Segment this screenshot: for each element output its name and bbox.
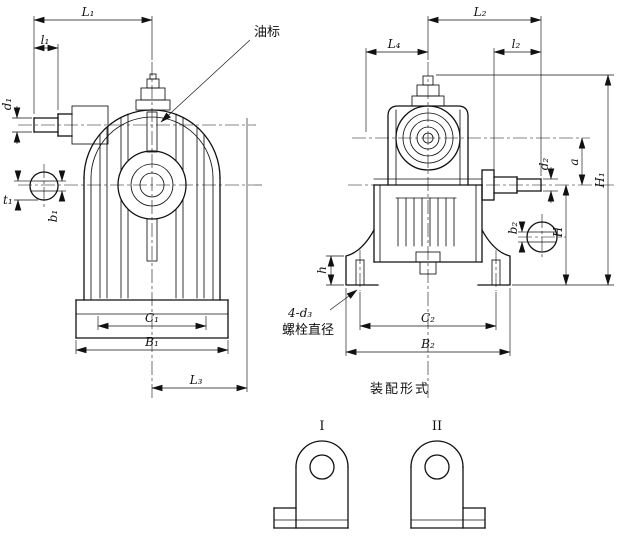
dim-label-L1: L₁ xyxy=(81,5,95,19)
right-foot xyxy=(477,229,511,286)
form-2-label: II xyxy=(432,419,442,434)
dim-label-b1: b₁ xyxy=(46,210,60,223)
front-view-housing xyxy=(75,73,229,339)
dim-label-B1: B₁ xyxy=(144,335,159,349)
dim-label-L2: L₂ xyxy=(473,5,487,19)
dim-label-a: a xyxy=(567,158,581,165)
side-view-housing xyxy=(345,75,511,286)
output-shaft xyxy=(481,169,542,201)
assembly-forms: 装配形式 I II xyxy=(273,382,486,529)
dim-label-H: H xyxy=(551,226,565,238)
dim-label-d1: d₁ xyxy=(0,98,14,111)
dim-label-l2: l₂ xyxy=(512,37,521,51)
form-2-bore xyxy=(424,454,450,480)
input-shaft xyxy=(33,105,109,145)
assembly-forms-title: 装配形式 xyxy=(370,382,430,397)
bolt-diameter-label: 螺栓直径 xyxy=(282,323,334,338)
oil-gauge-label: 油标 xyxy=(254,25,280,40)
worm-bearing-outer xyxy=(395,105,461,171)
bolt-count-label: 4-d₃ xyxy=(287,306,312,320)
oil-gauge-slot xyxy=(146,111,158,153)
form-1-bore xyxy=(309,454,335,480)
dim-label-t1: t₁ xyxy=(3,193,13,207)
assembly-form-2: II xyxy=(410,419,486,529)
dim-label-L4: L₄ xyxy=(387,37,401,51)
front-view-dimensions: L₁ l₁ d₁ t₁ b₁ C xyxy=(0,5,280,392)
output-shaft-end-view xyxy=(526,221,558,253)
dim-label-L3: L₃ xyxy=(189,373,203,387)
dim-label-b2: b₂ xyxy=(506,222,520,235)
assembly-form-1: I xyxy=(273,419,349,529)
front-view-centerlines xyxy=(18,62,262,398)
dim-label-C2: C₂ xyxy=(421,311,435,325)
dim-label-C1: C₁ xyxy=(145,311,159,325)
side-view: L₂ L₄ l₂ d₂ a H H₁ xyxy=(282,5,614,398)
wheel-hub-outer xyxy=(117,150,187,220)
input-shaft-end-view xyxy=(29,171,59,201)
front-view: L₁ l₁ d₁ t₁ b₁ C xyxy=(0,5,280,398)
dim-label-H1: H₁ xyxy=(593,172,607,188)
dim-label-d2: d₂ xyxy=(537,158,551,171)
left-foot xyxy=(345,229,379,286)
dim-label-B2: B₂ xyxy=(420,337,435,351)
form-1-label: I xyxy=(319,419,324,434)
side-view-dimensions: L₂ L₄ l₂ d₂ a H H₁ xyxy=(282,5,614,356)
dim-label-h: h xyxy=(315,266,329,274)
dim-label-l1: l₁ xyxy=(41,33,50,47)
